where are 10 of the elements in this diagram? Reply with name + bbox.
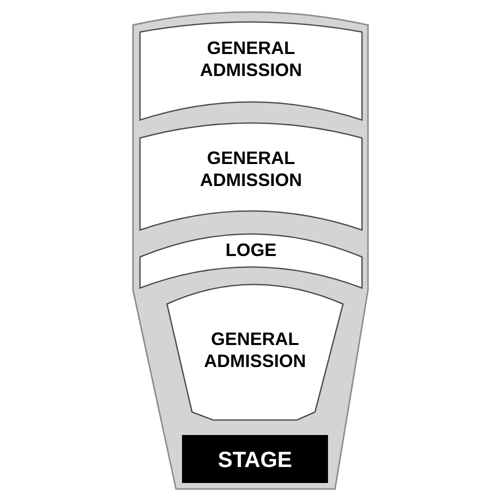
section-label: LOGE xyxy=(225,239,276,261)
stage-label: STAGE xyxy=(218,447,292,473)
seating-section xyxy=(140,21,362,121)
seating-section xyxy=(167,284,343,421)
section-label: GENERAL ADMISSION xyxy=(202,328,307,372)
seating-section xyxy=(140,233,362,289)
section-label: GENERAL ADMISSION xyxy=(198,37,303,81)
section-label: GENERAL ADMISSION xyxy=(198,147,303,191)
seating-section xyxy=(140,122,362,231)
stage-block xyxy=(182,435,328,483)
